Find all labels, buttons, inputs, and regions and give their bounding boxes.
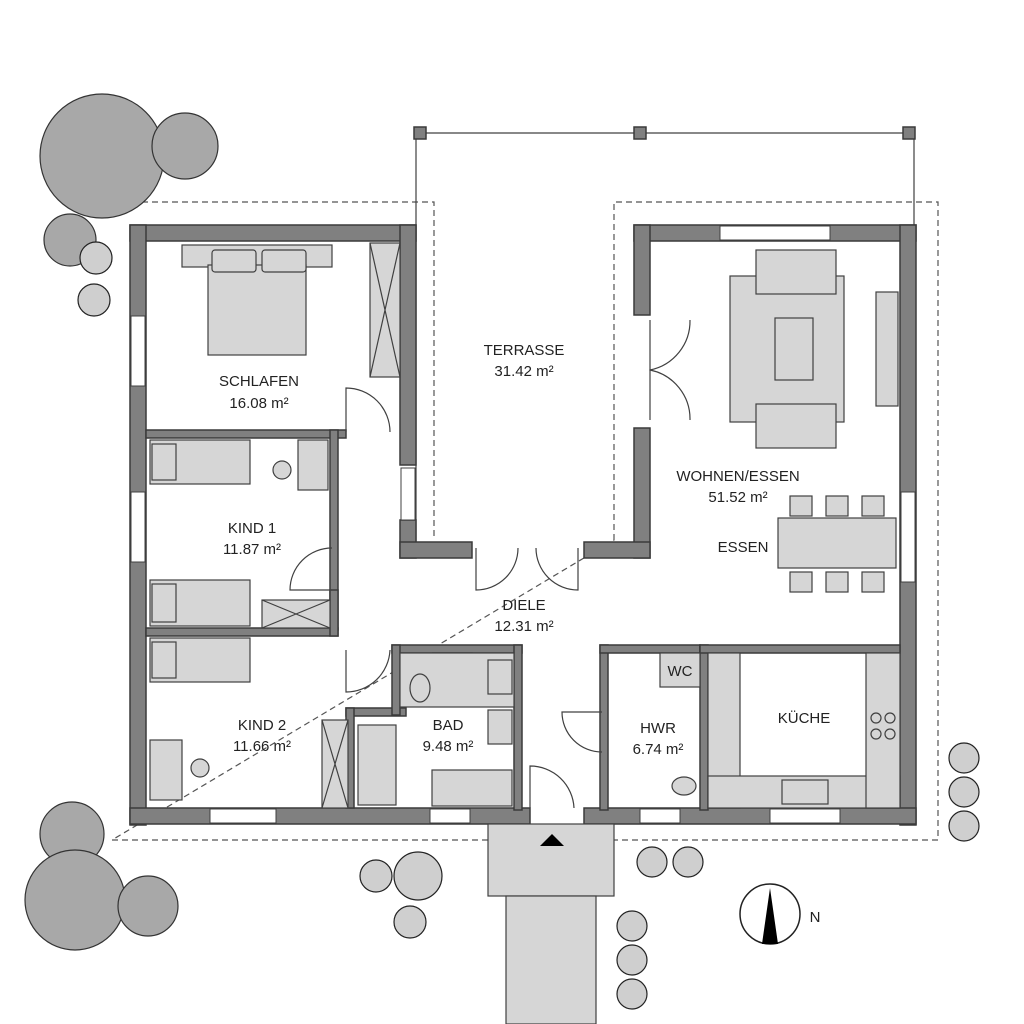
label-wc: WC <box>668 663 693 680</box>
bathroom-fixtures <box>357 652 515 807</box>
room-name-kind1: KIND 1 <box>228 520 276 537</box>
room-area-wohnen: 51.52 m² <box>708 489 767 506</box>
wardrobe-kind2 <box>321 719 349 809</box>
bed-double <box>181 244 333 356</box>
room-area-bad: 9.48 m² <box>423 738 474 755</box>
windows <box>130 225 916 824</box>
label-north: N <box>810 909 821 926</box>
bed-single-kind2 <box>149 637 251 683</box>
room-name-bad: BAD <box>433 717 464 734</box>
desk-kind1 <box>272 439 329 491</box>
bed-single-kind1b <box>149 579 251 627</box>
room-name-schlafen: SCHLAFEN <box>219 373 299 390</box>
room-area-kind2: 11.66 m² <box>233 738 291 755</box>
interior-walls <box>145 429 901 811</box>
room-name-kind2: KIND 2 <box>238 717 286 734</box>
room-name-diele: DIELE <box>502 597 545 614</box>
room-area-terrasse: 31.42 m² <box>494 363 553 380</box>
tv-unit <box>875 291 899 407</box>
north-arrow <box>739 883 801 945</box>
wardrobe-kind1 <box>261 599 331 629</box>
room-area-diele: 12.31 m² <box>494 618 553 635</box>
room-name-hwr: HWR <box>640 720 676 737</box>
room-labels: SCHLAFEN 16.08 m² TERRASSE 31.42 m² WOHN… <box>219 342 830 926</box>
trees <box>24 93 219 951</box>
bed-single-kind1 <box>149 439 251 485</box>
room-area-schlafen: 16.08 m² <box>229 395 288 412</box>
room-area-hwr: 6.74 m² <box>633 741 684 758</box>
roof-outline <box>109 201 939 841</box>
terrace-pergola <box>413 126 916 548</box>
room-area-kind1: 11.87 m² <box>223 541 281 558</box>
desk-kind2 <box>149 739 210 801</box>
bushes <box>77 241 980 1010</box>
entrance <box>487 823 615 1024</box>
wardrobe <box>369 242 401 378</box>
label-essen: ESSEN <box>718 539 769 556</box>
hwr-fixtures <box>659 652 701 796</box>
dining-table <box>777 495 897 593</box>
sofa-set <box>729 249 845 449</box>
kitchen-counter <box>707 652 901 809</box>
label-kueche: KÜCHE <box>778 709 831 727</box>
doors <box>289 319 691 809</box>
room-name-wohnen: WOHNEN/ESSEN <box>676 468 799 485</box>
room-name-terrasse: TERRASSE <box>484 342 565 359</box>
